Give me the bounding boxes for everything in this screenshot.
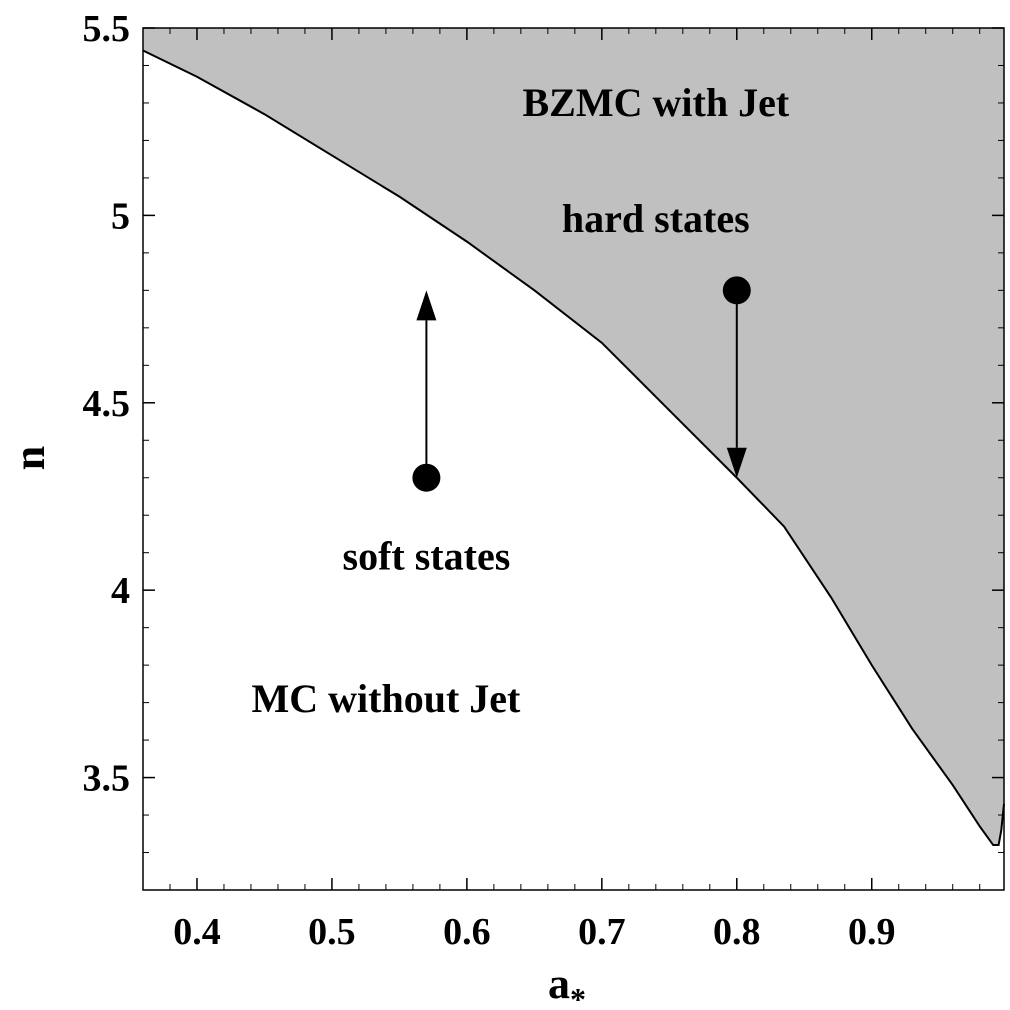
x-tick-label: 0.6 [443, 911, 491, 953]
y-tick-label: 5.5 [83, 8, 131, 50]
region-annotation: MC without Jet [251, 676, 521, 721]
x-axis-label: a* [548, 959, 586, 1010]
arrow-head [726, 447, 747, 478]
x-tick-label: 0.8 [713, 911, 761, 953]
x-tick-label: 0.9 [848, 911, 896, 953]
x-tick-label: 0.7 [578, 911, 626, 953]
y-axis-label: n [5, 446, 54, 470]
plot-frame [142, 27, 1005, 891]
y-tick-label: 4 [111, 570, 130, 612]
x-axis-label-subscript: * [570, 981, 586, 1010]
y-tick-label: 3.5 [83, 758, 131, 800]
y-tick-label: 4.5 [83, 383, 131, 425]
region-annotation: BZMC with Jet [523, 80, 790, 125]
state-point [412, 463, 441, 492]
x-tick-label: 0.5 [308, 911, 356, 953]
y-tick-label: 5 [111, 195, 130, 237]
region-annotation: hard states [562, 196, 750, 241]
boundary-curve [142, 49, 1005, 847]
region-annotation: soft states [343, 533, 511, 578]
arrow-head [416, 290, 437, 321]
shaded-region [143, 28, 1004, 846]
x-tick-label: 0.4 [173, 911, 221, 953]
state-point [722, 276, 751, 305]
